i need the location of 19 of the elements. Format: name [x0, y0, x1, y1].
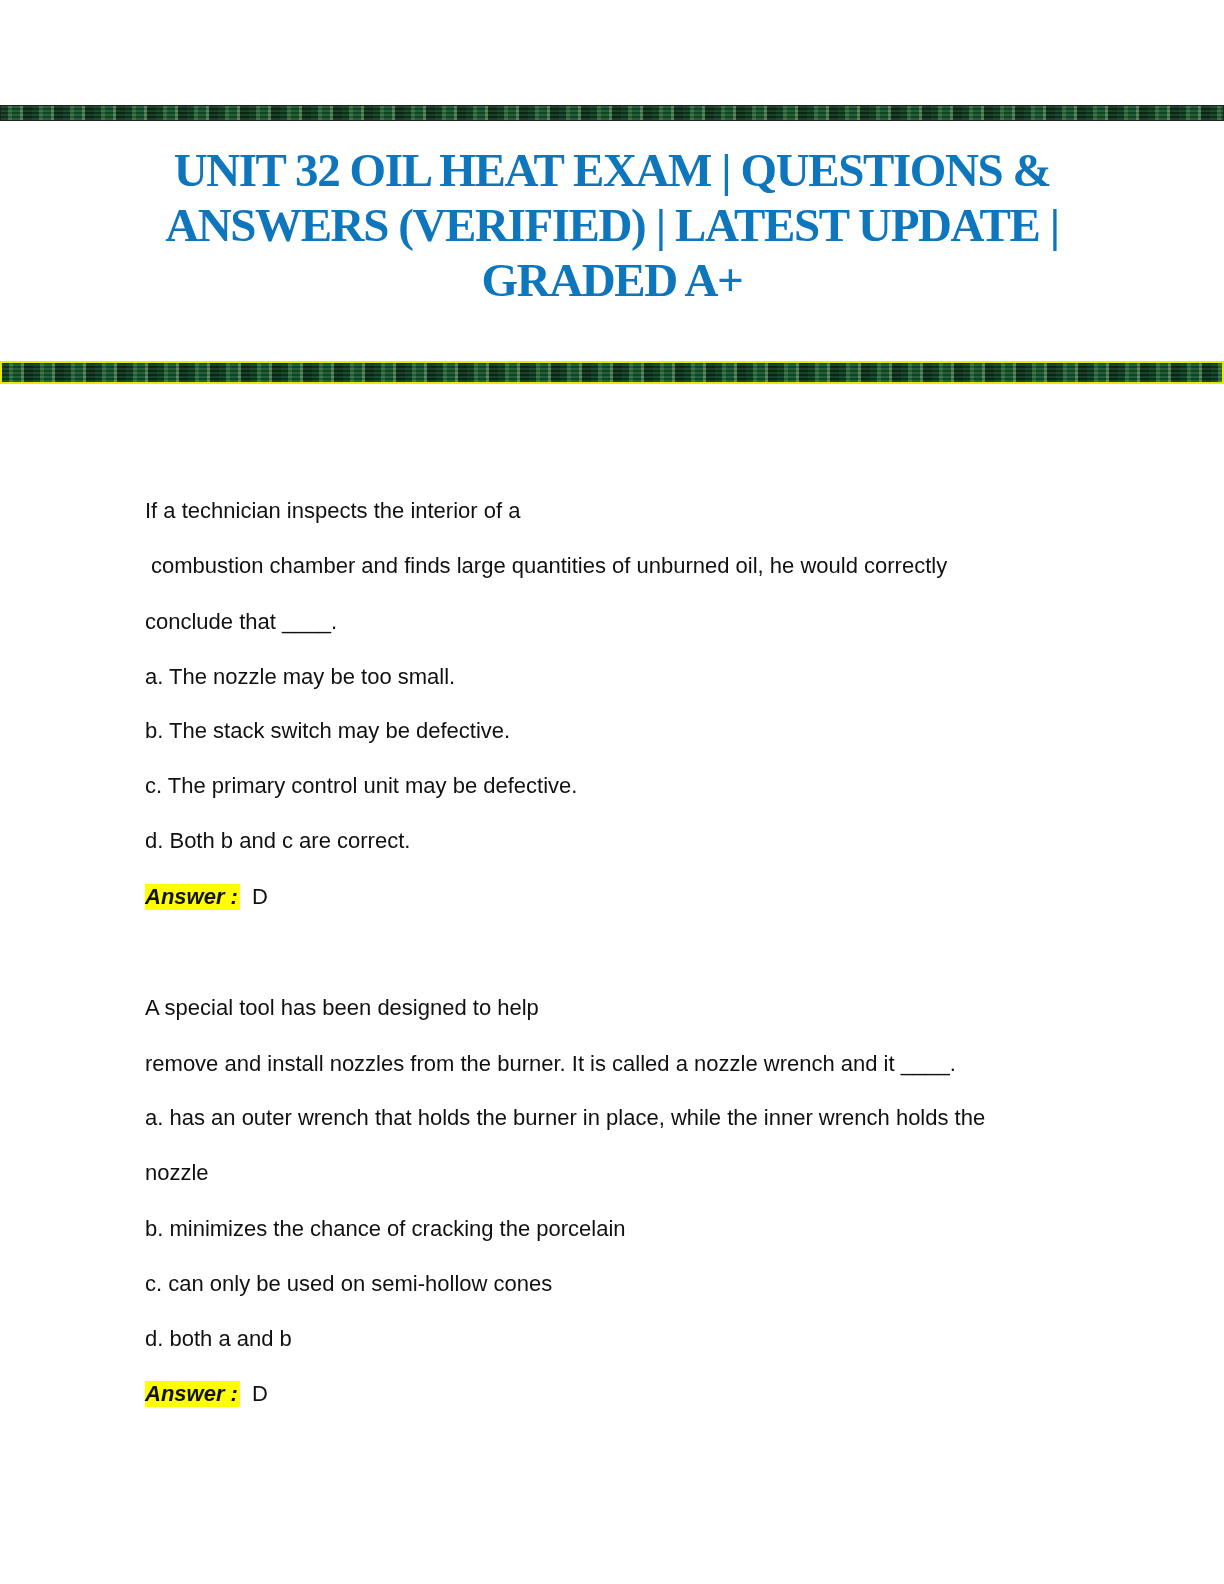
answer-label: Answer :	[145, 1381, 240, 1407]
answer-option: c. The primary control unit may be defective.	[145, 773, 578, 799]
answer-option: a. has an outer wrench that holds the burner in place, while the inner wrench holds the	[145, 1105, 986, 1131]
answer-option: b. minimizes the chance of cracking the porcelain	[145, 1216, 626, 1242]
answer-value: D	[252, 884, 268, 910]
answer-option: c. can only be used on semi-hollow cones	[145, 1271, 553, 1297]
answer-value: D	[252, 1381, 268, 1407]
answer-option: d. Both b and c are correct.	[145, 828, 411, 854]
answer-label: Answer :	[145, 884, 240, 910]
question-text: A special tool has been designed to help	[145, 995, 539, 1021]
answer-option: b. The stack switch may be defective.	[145, 718, 511, 744]
page-title: UNIT 32 OIL HEAT EXAM | QUESTIONS & ANSWERS (VERIFIED) | LATEST UPDATE | GRADED A+	[164, 143, 1060, 308]
question-text: remove and install nozzles from the burner. It is called a nozzle wrench and it ____.	[145, 1051, 956, 1077]
question-text: conclude that ____.	[145, 609, 338, 635]
answer-option: d. both a and b	[145, 1326, 292, 1352]
answer-option: a. The nozzle may be too small.	[145, 664, 456, 690]
question-text: If a technician inspects the interior of a	[145, 498, 521, 524]
question-text: combustion chamber and finds large quantities of unburned oil, he would correctly	[151, 553, 948, 579]
answer-option: nozzle	[145, 1160, 209, 1186]
